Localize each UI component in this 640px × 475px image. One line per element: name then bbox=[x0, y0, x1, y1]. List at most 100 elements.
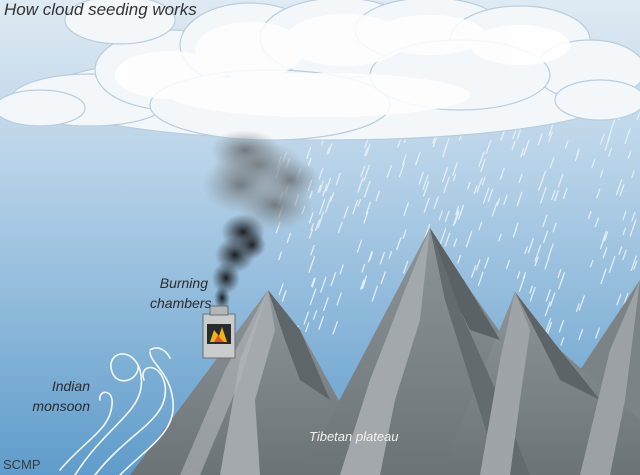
rain-streak bbox=[423, 197, 430, 213]
rain-streak bbox=[308, 212, 314, 224]
rain-streak bbox=[636, 112, 640, 121]
rain-streak bbox=[619, 184, 625, 196]
rain-streak bbox=[538, 182, 542, 191]
rain-streak bbox=[616, 293, 622, 306]
burning-chambers-label: Burning chambers bbox=[150, 273, 211, 313]
rain-streak bbox=[317, 184, 322, 194]
rain-streak bbox=[574, 150, 580, 162]
monsoon-wind bbox=[59, 347, 175, 475]
rain-streak bbox=[365, 143, 371, 156]
rain-streak bbox=[444, 232, 451, 247]
rain-streak bbox=[520, 148, 525, 158]
rain-streak bbox=[600, 268, 607, 285]
rain-streak bbox=[512, 228, 517, 238]
rain-streak bbox=[396, 237, 402, 251]
rain-streak bbox=[544, 256, 550, 270]
rain-streak bbox=[551, 190, 556, 201]
rain-streak bbox=[527, 237, 534, 254]
rain-streak bbox=[326, 147, 330, 155]
rain-streak bbox=[602, 247, 608, 259]
rain-streak bbox=[604, 136, 611, 151]
rain-streak bbox=[457, 204, 465, 220]
rain-streak bbox=[608, 147, 613, 158]
rain-streak bbox=[282, 291, 287, 299]
rain-streak bbox=[358, 178, 364, 190]
rain-streak bbox=[547, 321, 553, 334]
rain-streak bbox=[424, 223, 431, 239]
rain-streak bbox=[589, 259, 594, 268]
rain-streak bbox=[578, 328, 584, 341]
rain-streak bbox=[278, 251, 282, 261]
rain-streak bbox=[481, 176, 486, 186]
rain-streak bbox=[516, 191, 523, 207]
rain-streak bbox=[564, 140, 569, 149]
rain-streak bbox=[496, 197, 501, 206]
rain-streak bbox=[587, 210, 592, 219]
black-smoke bbox=[212, 214, 266, 310]
rain-streak bbox=[318, 180, 324, 193]
rain-streak bbox=[516, 271, 521, 279]
mountains bbox=[130, 228, 640, 475]
rain-streak bbox=[323, 297, 329, 312]
rain-streak bbox=[325, 177, 332, 192]
rain-streak bbox=[309, 288, 317, 306]
rain-streak bbox=[375, 190, 381, 201]
rain-streak bbox=[524, 246, 528, 254]
rain-streak bbox=[618, 246, 623, 256]
rain-streak bbox=[471, 264, 477, 278]
rain-streak bbox=[562, 187, 568, 199]
rain-streak bbox=[596, 188, 601, 199]
rain-streak bbox=[542, 230, 549, 244]
rain-streak bbox=[343, 205, 349, 219]
rain-streak bbox=[443, 176, 450, 194]
rain-streak bbox=[491, 201, 498, 217]
rain-streak bbox=[560, 337, 565, 346]
rain-streak bbox=[534, 256, 539, 267]
rain-streak bbox=[327, 143, 333, 154]
rain-streak bbox=[518, 275, 526, 292]
rain-streak bbox=[439, 228, 447, 245]
rain-streak bbox=[523, 140, 530, 156]
grey-smoke bbox=[202, 130, 320, 231]
rain-streak bbox=[422, 181, 430, 197]
rain-streak bbox=[388, 250, 393, 259]
rain-streak bbox=[322, 184, 328, 197]
rain-streak bbox=[558, 319, 565, 333]
rain-streak bbox=[367, 250, 373, 263]
rain-streak bbox=[330, 271, 337, 287]
rain-streak bbox=[608, 255, 616, 273]
rain-streak bbox=[615, 179, 623, 196]
rain-streak bbox=[609, 117, 617, 133]
rain-streak bbox=[478, 221, 483, 231]
rain-streak bbox=[402, 154, 407, 166]
burning-chambers-line1: Burning bbox=[159, 275, 208, 291]
rain-streak bbox=[324, 196, 332, 213]
rain-streak bbox=[503, 194, 508, 205]
rain-streak bbox=[442, 145, 448, 158]
rain-streak bbox=[452, 210, 460, 226]
rain-streak bbox=[548, 131, 553, 142]
rain-streak bbox=[457, 254, 462, 264]
rain-streak bbox=[498, 233, 502, 242]
rain-streak bbox=[278, 283, 284, 296]
rain-streak bbox=[473, 185, 478, 195]
rain-streak bbox=[557, 173, 564, 188]
rain-streak bbox=[545, 289, 551, 302]
rain-streak bbox=[329, 192, 335, 203]
rain-streak bbox=[549, 292, 556, 307]
cloud-highlight bbox=[115, 14, 570, 117]
rain-streak bbox=[453, 238, 458, 247]
rain-streak bbox=[339, 264, 344, 275]
rain-streak bbox=[306, 146, 312, 160]
rain-streak bbox=[452, 162, 458, 176]
rain-streak bbox=[444, 210, 450, 222]
rain-streak bbox=[363, 211, 369, 224]
rain-streak bbox=[487, 188, 494, 203]
rain-streak bbox=[476, 177, 483, 193]
rain-streak bbox=[312, 310, 318, 320]
rain-streak bbox=[359, 279, 365, 290]
rain-streak bbox=[622, 211, 627, 221]
rain-streak bbox=[467, 181, 471, 190]
rain-streak bbox=[599, 236, 606, 250]
